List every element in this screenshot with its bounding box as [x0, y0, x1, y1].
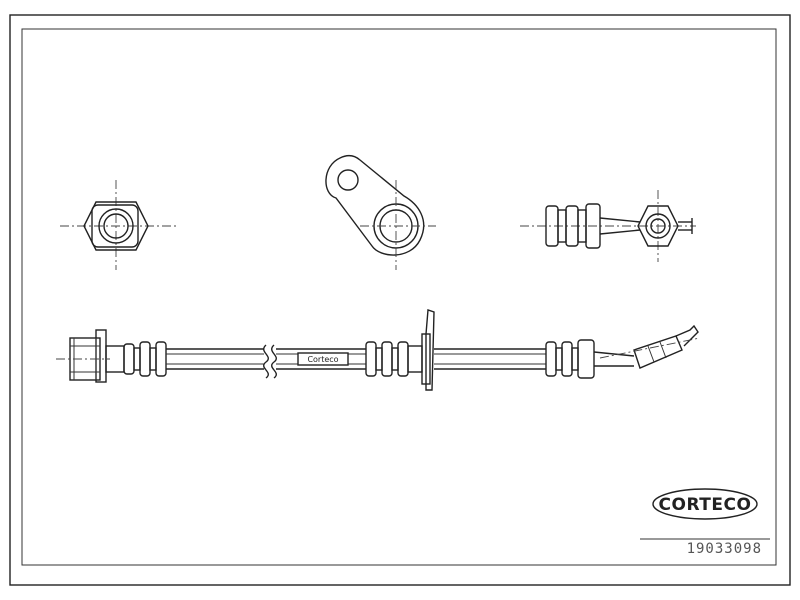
inner-frame	[21, 28, 777, 566]
brake-hose-side-view: Corteco	[56, 309, 701, 391]
hose-marking-text: Corteco	[307, 355, 338, 364]
bracket-top-view	[325, 154, 436, 270]
part-number: 19033098	[687, 541, 762, 557]
brand-logo-text: CORTECO	[659, 495, 752, 515]
end-fitting-side-view	[520, 190, 696, 262]
corteco-logo: CORTECO	[652, 488, 758, 520]
hex-fitting-end-view	[60, 180, 176, 270]
outer-frame	[9, 14, 791, 586]
